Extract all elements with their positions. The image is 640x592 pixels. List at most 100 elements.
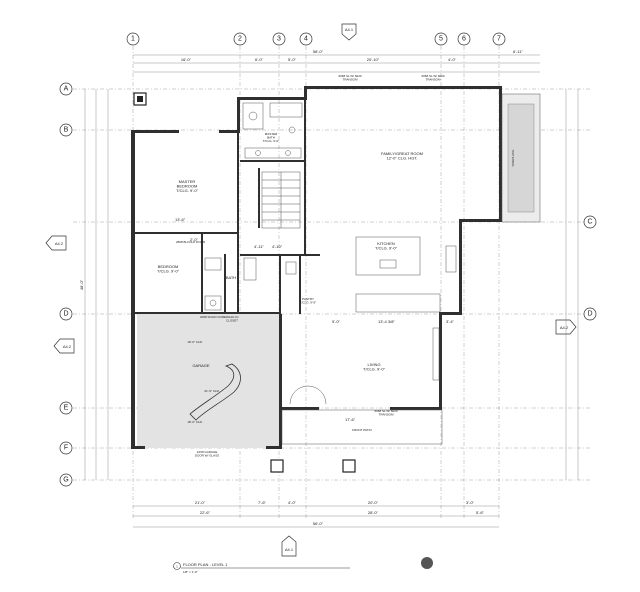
svg-text:A4.2: A4.2 [560, 325, 569, 330]
dim-overall-bottom: 56'-0" [313, 521, 324, 526]
fireplace-hearth [432, 327, 440, 381]
svg-text:F: F [64, 445, 68, 452]
grid-bubble-col-5: 5 [434, 32, 448, 46]
dim-top-seg-3: 5'-0" [288, 57, 297, 62]
grid-row-bubbles: A B C D D E F G [59, 82, 597, 487]
dim-misc-4: 4'-10" [272, 244, 283, 249]
dim-misc-1: 13'-6" [175, 217, 186, 222]
covered-porch-hatch [501, 93, 541, 223]
grid-bubble-row-g: G [59, 473, 73, 487]
note-clear-dim-top: 19'-0" CLR. [187, 340, 202, 344]
grid-bubble-col-6: 6 [457, 32, 471, 46]
room-label-front-patio: FRONT PATIO [352, 428, 372, 432]
dim-misc-5: 2'-0" [190, 237, 199, 242]
svg-text:D: D [63, 311, 68, 318]
svg-text:A4.1: A4.1 [285, 547, 294, 552]
section-marker-bottom: A4.1 [281, 535, 297, 557]
living-swing-doors [289, 385, 327, 405]
title-number: 1 [176, 565, 178, 569]
porch-columns [133, 92, 356, 473]
grid-bubble-col-4: 4 [299, 32, 313, 46]
svg-text:A4.2: A4.2 [63, 344, 72, 349]
svg-text:1: 1 [131, 36, 135, 43]
grid-bubble-row-c: C [583, 215, 597, 229]
dim-bottom-seg-1: 21'-0" [195, 500, 206, 505]
stairs [261, 171, 301, 229]
section-marker-top: A4.1 [341, 23, 357, 41]
grid-bubble-row-d-left: D [59, 307, 73, 321]
garage-floor [137, 314, 279, 448]
dim-misc-2: 17'-6" [345, 417, 356, 422]
section-marker-left-lower: A4.2 [53, 338, 75, 354]
svg-text:2: 2 [238, 36, 242, 43]
dim-top-seg-2: 6'-0" [255, 57, 264, 62]
front-patio-outline [281, 409, 443, 445]
drawing-title-block: 1 FLOOR PLAN - LEVEL 1 1/8" = 1'-0" [173, 562, 350, 574]
svg-text:3: 3 [277, 36, 281, 43]
dim-misc-3: 4'-11" [254, 244, 264, 249]
svg-text:6: 6 [462, 36, 466, 43]
dim-misc-8: 5'-0" [332, 319, 341, 324]
svg-text:D: D [587, 311, 592, 318]
note-clear-dim-side: 18'-0" CLR. [187, 420, 202, 424]
dim-bottom2-seg-1: 22'-6" [200, 510, 211, 515]
note-clear-dim-bottom: 21'-9" CLR. [204, 389, 219, 393]
title-scale: 1/8" = 1'-0" [183, 570, 198, 574]
svg-text:C: C [587, 219, 592, 226]
svg-text:A4.2: A4.2 [55, 241, 64, 246]
grid-bubble-row-a: A [59, 82, 73, 96]
svg-text:E: E [64, 405, 69, 412]
svg-text:5: 5 [439, 36, 443, 43]
svg-text:4: 4 [304, 36, 308, 43]
svg-text:7: 7 [497, 36, 501, 43]
dim-top-seg-6: 6'-11" [513, 49, 523, 54]
dim-bottom2-seg-3: 5'-6" [476, 510, 485, 515]
dimension-strings: 58'-0" 16'-0" 6'-0" 5'-0" 20'-10" 4'-0" … [79, 49, 579, 528]
grid-bubble-col-3: 3 [272, 32, 286, 46]
room-label-garage: GARAGE [192, 363, 209, 368]
grid-bubble-row-f: F [59, 441, 73, 455]
grid-bubble-row-e: E [59, 401, 73, 415]
grid-bubble-col-2: 2 [233, 32, 247, 46]
svg-text:A: A [64, 86, 69, 93]
dim-bottom-seg-4: 20'-0" [368, 500, 379, 505]
title-text: FLOOR PLAN - LEVEL 1 [183, 562, 228, 567]
dim-top-seg-1: 16'-0" [181, 57, 192, 62]
grid-bubble-row-d-right: D [583, 307, 597, 321]
interior-walls [135, 100, 320, 314]
dim-top-seg-5: 4'-0" [448, 57, 457, 62]
room-label-bath: BATH [226, 275, 236, 280]
garage-car-outline [189, 363, 241, 421]
grid-bubble-col-7: 7 [492, 32, 506, 46]
kitchen-fixtures [285, 236, 457, 313]
grid-bubble-col-1: 1 [126, 32, 140, 46]
dim-bottom-seg-3: 4'-0" [288, 500, 297, 505]
bath-fixtures [204, 257, 257, 311]
note-fireplace: FIREPLACE [511, 150, 515, 167]
master-bath-fixtures [242, 102, 303, 159]
svg-text:B: B [64, 127, 69, 134]
dim-bottom2-seg-2: 28'-0" [368, 510, 379, 515]
svg-text:G: G [63, 477, 68, 484]
note-garage-wall: 2068 SOLID CORE [200, 315, 226, 319]
grid-bubble-row-b: B [59, 123, 73, 137]
dim-bottom-seg-5: 3'-0" [466, 500, 475, 505]
svg-text:A4.1: A4.1 [345, 27, 354, 32]
note-bedroom-closet: 2868 BI-FOLD DOOR [176, 240, 206, 244]
section-marker-left-upper: A4.2 [45, 235, 67, 251]
dim-bottom-seg-2: 7'-6" [258, 500, 267, 505]
